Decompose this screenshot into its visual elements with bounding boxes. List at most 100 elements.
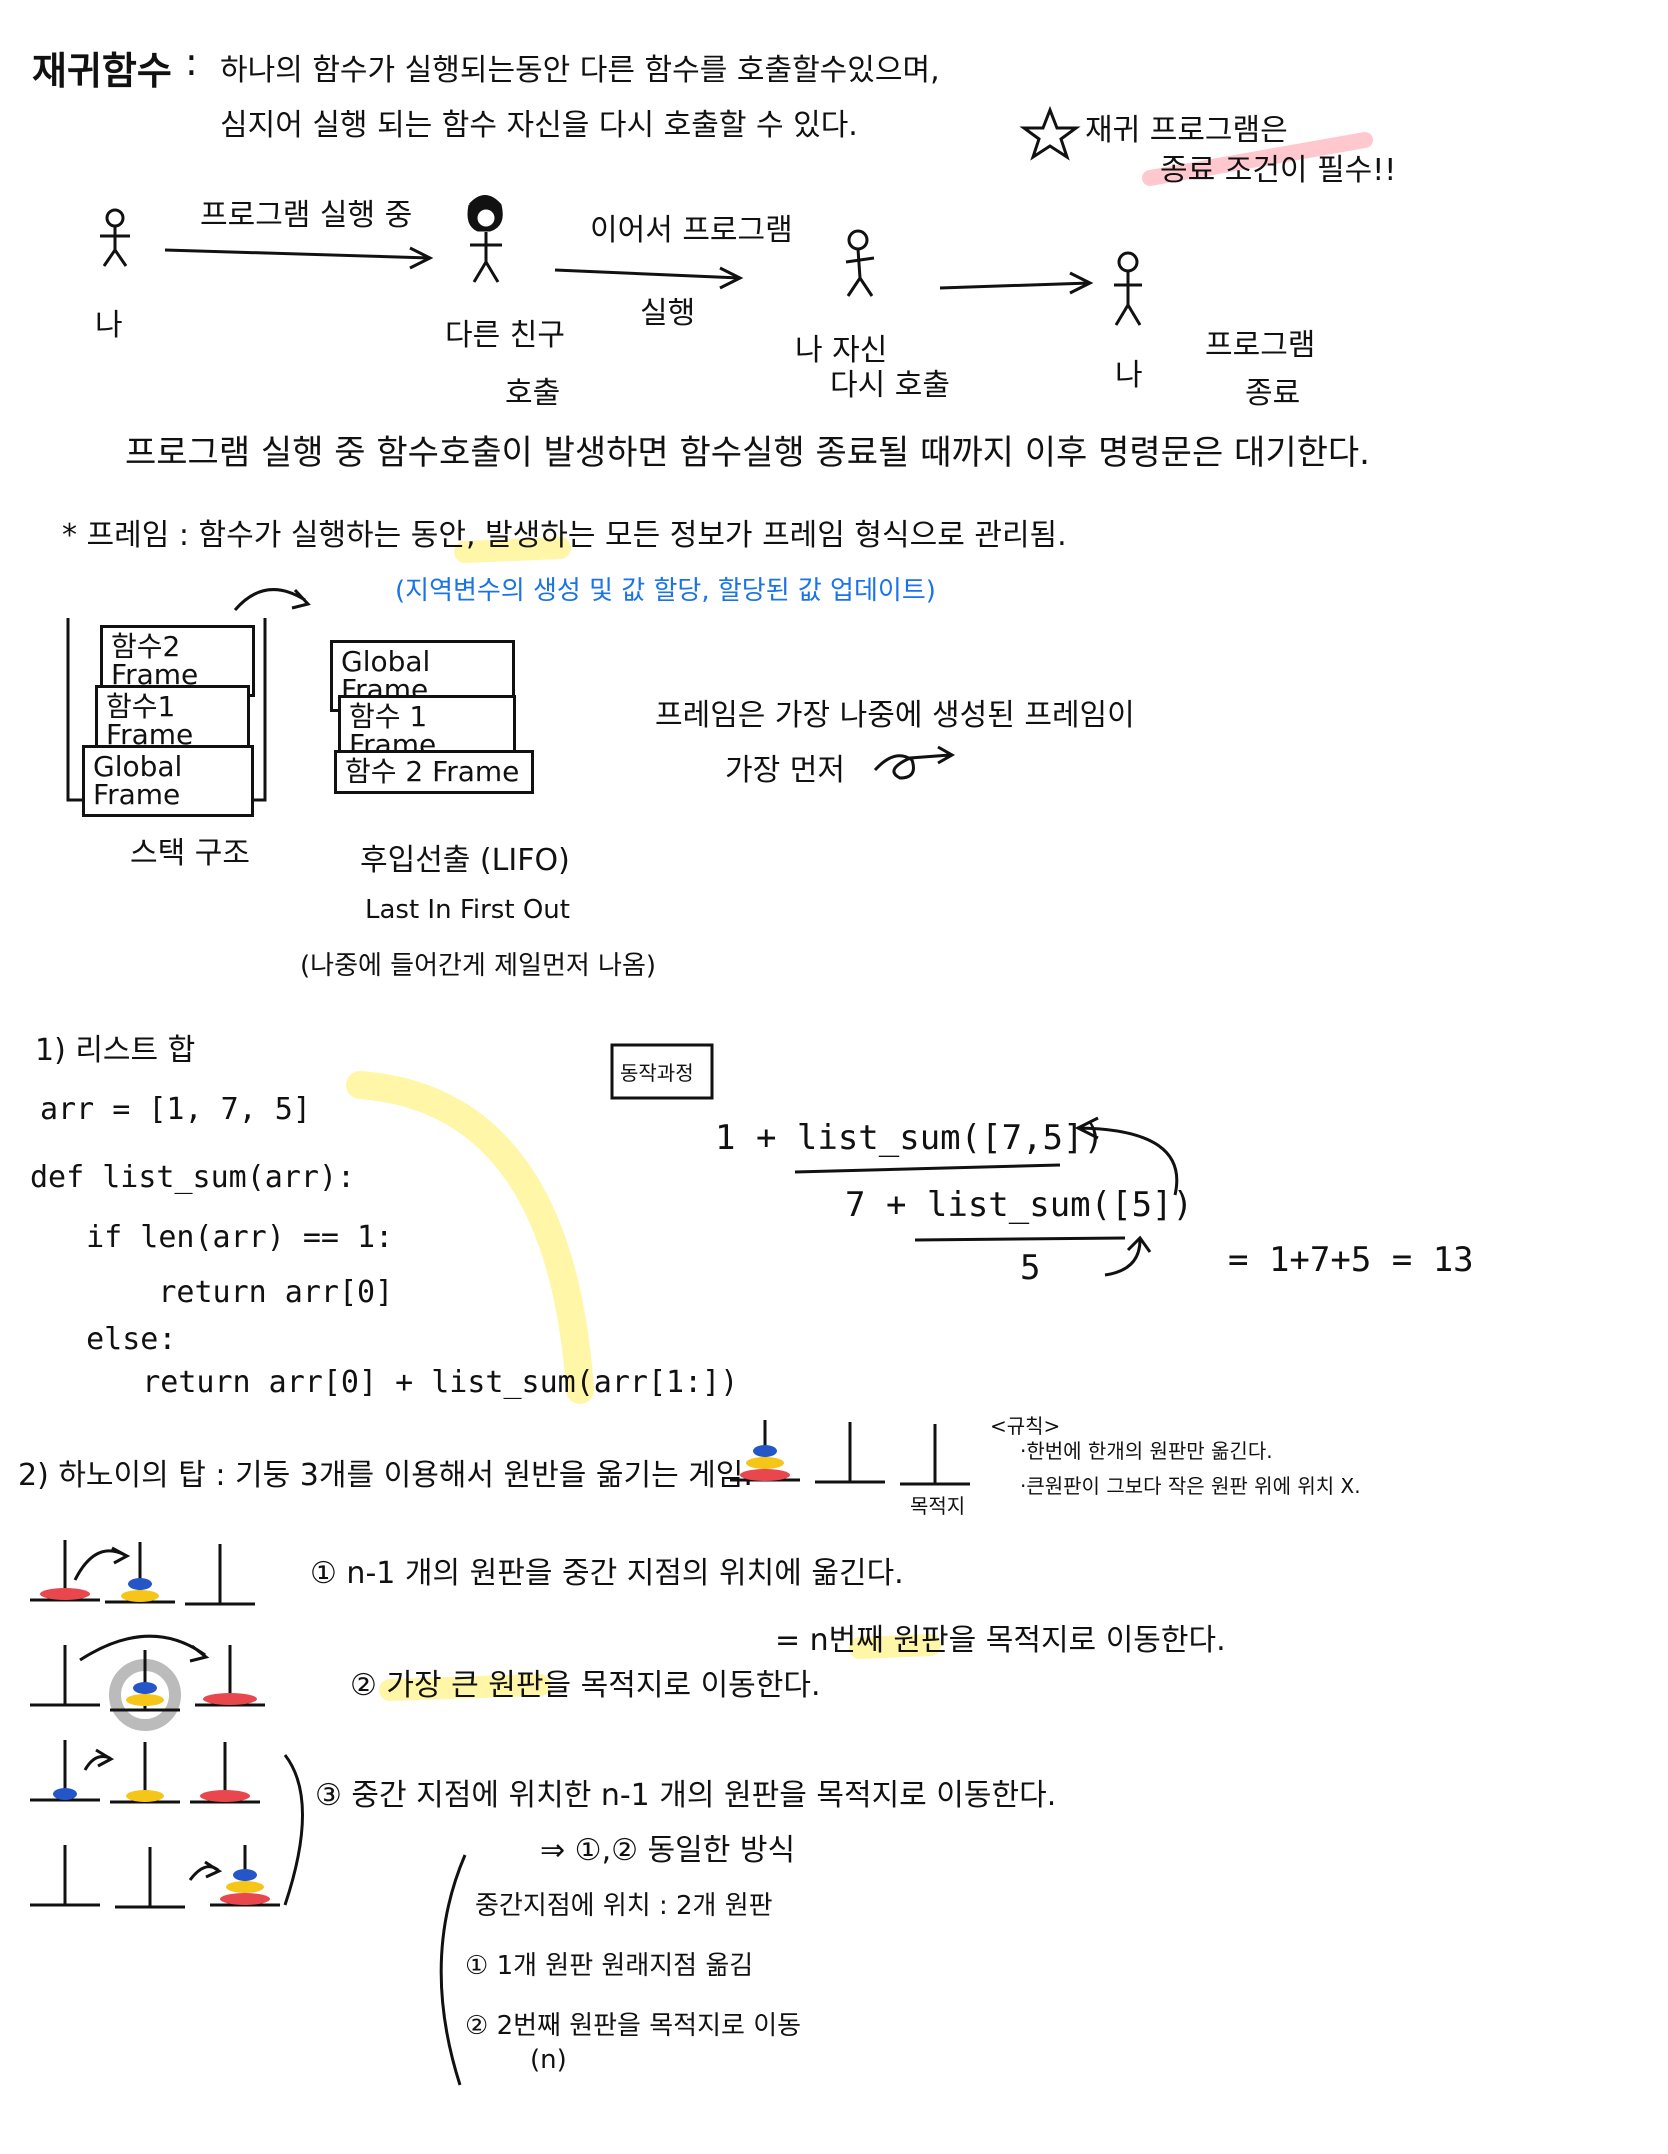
underline-2 — [914, 1236, 1126, 1242]
process-box — [610, 1043, 714, 1100]
story-summary: 프로그램 실행 중 함수호출이 발생하면 함수실행 종료될 때까지 이후 명령문… — [125, 433, 1370, 473]
lifo-line-1: 후입선출 (LIFO) — [360, 843, 570, 878]
disk-medium — [126, 1694, 164, 1706]
stick-figure-friend — [467, 195, 503, 283]
code-line-3: if len(arr) == 1: — [50, 1220, 394, 1255]
move-arrow-4 — [188, 1860, 223, 1881]
frame-title: * 프레임 : 함수가 실행하는 동안, 발생하는 모든 정보가 프레임 형식으… — [62, 518, 1067, 553]
disk-large — [203, 1693, 257, 1705]
move-arrow-1 — [73, 1546, 131, 1581]
disk-small — [753, 1445, 777, 1457]
frame-blue-note: (지역변수의 생성 및 값 할당, 할당된 값 업데이트) — [395, 576, 936, 606]
hanoi-target-label: 목적지 — [910, 1494, 966, 1518]
hanoi-step-2b: = n번째 원판을 목적지로 이동한다. — [775, 1623, 1226, 1658]
hanoi-rule-1: ·한번에 한개의 원판만 옮긴다. — [1020, 1439, 1273, 1463]
yellow-highlight-step2 — [379, 1634, 941, 1701]
return-arrow-1 — [1074, 1116, 1179, 1196]
arrow-running-label: 프로그램 실행 중 — [200, 198, 413, 233]
disk-small — [128, 1578, 152, 1590]
yellow-highlight-info — [454, 537, 571, 563]
arrow-next-label-2: 실행 — [640, 296, 696, 331]
disk-small — [53, 1788, 77, 1800]
hanoi-rules-title: <규칙> — [990, 1414, 1061, 1438]
process-step-2: 7 + list_sum([5]) — [845, 1185, 1193, 1225]
stack-label: 스택 구조 — [130, 836, 250, 871]
term-separator: : — [185, 40, 198, 84]
me-again-label-2: 다시 호출 — [830, 368, 950, 403]
stack-arrow — [233, 588, 311, 611]
disk-small — [233, 1869, 257, 1881]
hanoi-sub-3: ② 2번째 원판을 목적지로 이동 — [465, 2011, 802, 2041]
me-again-label-1: 나 자신 — [795, 333, 888, 368]
stick-figure-me-again — [845, 229, 875, 297]
move-arrow-2 — [79, 1634, 210, 1663]
process-result: = 1+7+5 = 13 — [1228, 1240, 1474, 1280]
process-step-3: 5 — [1020, 1248, 1041, 1288]
intro-line-1: 하나의 함수가 실행되는동안 다른 함수를 호출할수있으며, — [220, 53, 940, 88]
peg-1c — [185, 1544, 255, 1606]
disk-large — [200, 1790, 250, 1802]
disk-medium — [226, 1881, 264, 1893]
code-line-6: return arr[0] + list_sum(arr[1:]) — [70, 1365, 739, 1400]
hanoi-step-2a: ② 가장 큰 원판을 목적지로 이동한다. — [350, 1668, 821, 1703]
peg-middle — [815, 1422, 885, 1484]
disk-small — [133, 1682, 157, 1694]
code-line-2: def list_sum(arr): — [30, 1160, 356, 1195]
hanoi-same-as: ⇒ ①,② 동일한 방식 — [540, 1833, 796, 1868]
disk-medium — [746, 1457, 784, 1469]
hanoi-sub-2: ① 1개 원판 원래지점 옮김 — [465, 1951, 754, 1981]
order-frame-3: 함수 2 Frame — [334, 750, 534, 794]
move-arrow-3 — [83, 1748, 115, 1771]
frame-note-2: 가장 먼저 — [725, 753, 845, 788]
disk-large — [40, 1588, 90, 1600]
star-note-1: 재귀 프로그램은 — [1085, 113, 1288, 148]
disk-large — [220, 1893, 270, 1905]
arrow-next — [554, 266, 744, 290]
stick-figure-me — [100, 208, 130, 267]
disk-large — [740, 1469, 790, 1481]
disk-medium — [126, 1790, 164, 1802]
end-label-1: 프로그램 — [1205, 328, 1316, 363]
friend-label-1: 다른 친구 — [445, 318, 565, 353]
bracket-left — [439, 1854, 467, 2086]
hanoi-sub-1: 중간지점에 위치 : 2개 원판 — [475, 1891, 773, 1921]
hanoi-sub-3-note: (n) — [530, 2045, 567, 2075]
arrow-running — [164, 246, 434, 270]
underline-1 — [794, 1163, 1061, 1174]
hanoi-step-1: ① n-1 개의 원판을 중간 지점의 위치에 옮긴다. — [310, 1556, 904, 1591]
code-line-1: arr = [1, 7, 5] — [40, 1092, 311, 1127]
intro-line-2: 심지어 실행 되는 함수 자신을 다시 호출할 수 있다. — [220, 108, 858, 143]
loop-arrow — [873, 745, 956, 780]
arrow-next-label-1: 이어서 프로그램 — [590, 213, 793, 248]
lifo-line-3: (나중에 들어간게 제일먼저 나옴) — [300, 951, 657, 981]
star-note-2: 종료 조건이 필수!! — [1160, 153, 1397, 188]
frame-note-1: 프레임은 가장 나중에 생성된 프레임이 — [655, 698, 1135, 733]
code-line-5: else: — [50, 1322, 177, 1357]
arrow-end — [939, 271, 1094, 295]
pink-highlight — [1142, 132, 1373, 186]
return-arrow-2 — [1104, 1235, 1152, 1277]
list-sum-title: 1) 리스트 합 — [35, 1033, 196, 1068]
stick-figure-me-end — [1114, 251, 1142, 326]
term-recursive-function: 재귀함수 — [32, 49, 172, 93]
me-end-label: 나 — [1115, 358, 1143, 393]
end-label-2: 종료 — [1245, 376, 1301, 411]
process-label: 동작과정 — [620, 1061, 694, 1085]
peg-4b — [115, 1847, 185, 1909]
stack-frame-bottom: Global Frame — [82, 745, 254, 817]
peg-2a — [30, 1645, 100, 1707]
disk-medium — [121, 1590, 159, 1602]
friend-label-2: 호출 — [505, 376, 561, 411]
peg-target — [900, 1424, 970, 1486]
bracket-right — [283, 1754, 304, 1906]
process-step-1: 1 + list_sum([7,5]) — [715, 1118, 1104, 1158]
code-line-4: return arr[0] — [50, 1275, 394, 1310]
peg-4a — [30, 1845, 100, 1907]
hanoi-step-3: ③ 중간 지점에 위치한 n-1 개의 원판을 목적지로 이동한다. — [315, 1778, 1057, 1813]
hanoi-title: 2) 하노이의 탑 : 기둥 3개를 이용해서 원반을 옮기는 게임. — [18, 1458, 753, 1493]
lifo-line-2: Last In First Out — [365, 895, 570, 925]
yellow-highlight-arc — [346, 1071, 594, 1404]
hanoi-rule-2: ·큰원판이 그보다 작은 원판 위에 위치 X. — [1020, 1474, 1361, 1498]
